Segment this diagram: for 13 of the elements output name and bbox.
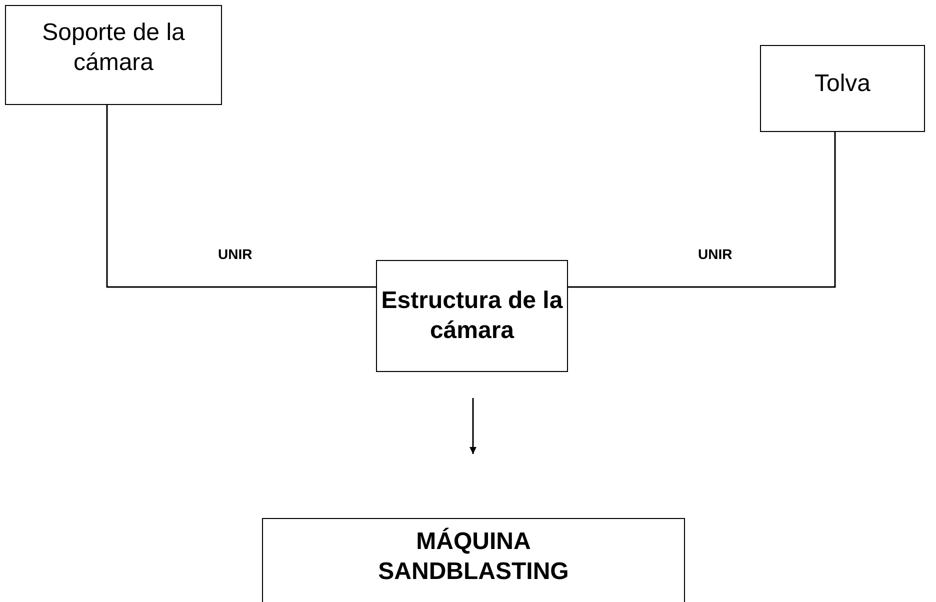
box-label: MÁQUINA SANDBLASTING <box>377 526 570 586</box>
process-box <box>262 518 685 602</box>
box-label: Tolva <box>814 68 871 98</box>
process-box <box>376 260 568 372</box>
box-label: Estructura de la cámara <box>380 286 564 346</box>
arrow <box>470 398 476 454</box>
connector-line <box>106 105 376 288</box>
box-label: Soporte de la cámara <box>41 18 186 78</box>
edge-label: UNIR <box>698 246 732 262</box>
process-box <box>5 5 222 105</box>
edge-label: UNIR <box>218 246 252 262</box>
connector-line <box>568 132 836 288</box>
process-box <box>760 45 925 132</box>
